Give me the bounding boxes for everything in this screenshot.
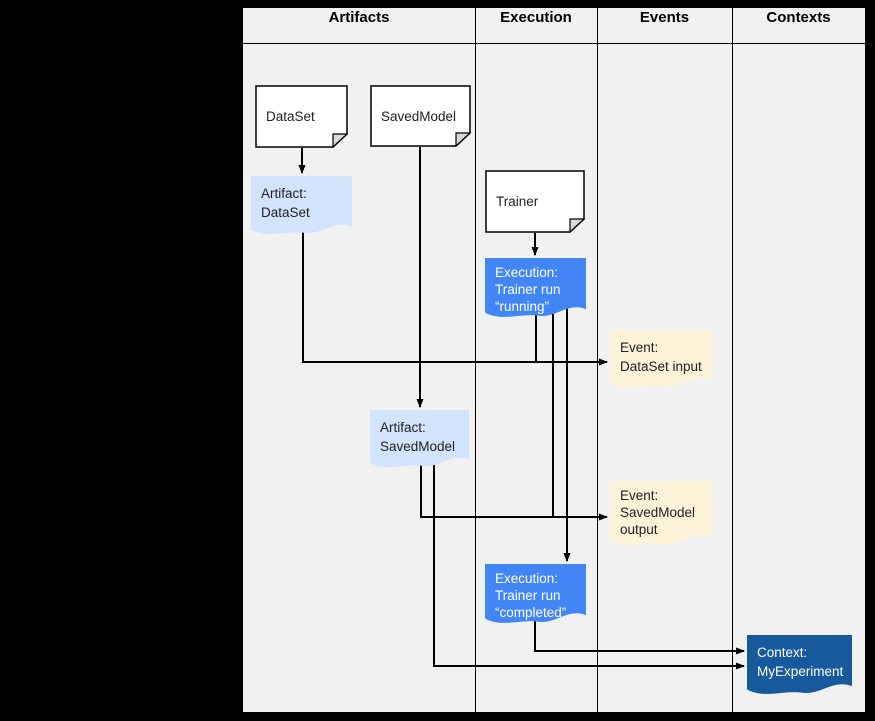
column-header-artifacts: Artifacts: [328, 9, 390, 26]
node-event-savedmodel-output: Event: SavedModel output: [610, 481, 713, 551]
node-label: SavedModel: [381, 108, 457, 124]
node-label: Event: DataSet input: [620, 340, 702, 374]
node-label: Artifact: DataSet: [261, 186, 310, 220]
document-shape: [251, 176, 352, 235]
connector-artifact-dataset-to-event-input: [302, 228, 608, 366]
node-label: Context: MyExperiment: [757, 645, 844, 679]
node-label: Artifact: SavedModel: [380, 420, 456, 454]
node-label: Execution: Trainer run “completed”: [495, 571, 567, 620]
card-shape: [255, 85, 348, 148]
column-header-events: Events: [639, 9, 690, 26]
connector-execution-completed-to-context: [534, 616, 745, 655]
node-artifact-savedmodel: Artifact: SavedModel: [370, 410, 469, 472]
card-shape: [370, 85, 471, 147]
document-shape: [370, 410, 469, 468]
document-shape: [747, 635, 852, 694]
node-event-dataset-input: Event: DataSet input: [610, 330, 713, 392]
node-label: Trainer: [496, 194, 539, 209]
node-execution-completed: Execution: Trainer run “completed”: [485, 564, 586, 628]
node-context-myexperiment: Context: MyExperiment: [747, 635, 852, 699]
node-dataset: DataSet: [255, 85, 348, 148]
node-label: DataSet: [266, 109, 315, 124]
column-header-contexts: Contexts: [766, 9, 831, 26]
node-label: Event: SavedModel output: [620, 488, 696, 537]
node-artifact-dataset: Artifact: DataSet: [251, 176, 352, 239]
connector-artifact-savedmodel-to-event-output: [420, 460, 608, 521]
document-shape: [610, 330, 713, 388]
node-execution-running: Execution: Trainer run “running”: [485, 258, 586, 322]
document-shape: [610, 481, 713, 546]
connector-artifact-savedmodel-to-context: [433, 460, 745, 670]
node-trainer: Trainer: [485, 170, 585, 233]
document-shape: [485, 564, 586, 623]
card-shape: [485, 170, 585, 233]
document-shape: [485, 258, 586, 317]
node-savedmodel: SavedModel: [370, 85, 471, 147]
lane-dividers: [243, 8, 865, 712]
column-header-execution: Execution: [500, 9, 572, 26]
node-label: Execution: Trainer run “running”: [495, 265, 561, 314]
